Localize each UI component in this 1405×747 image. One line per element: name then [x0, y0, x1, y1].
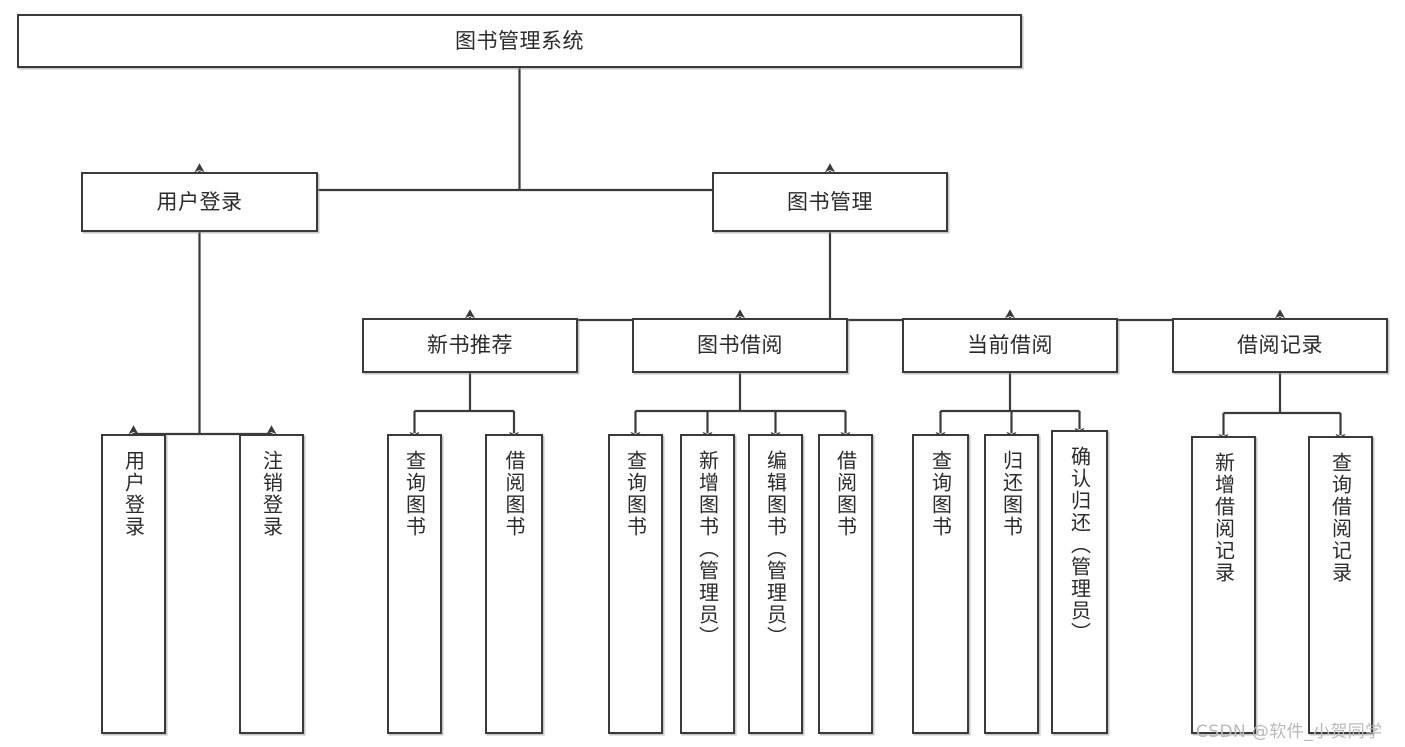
node-label: 查询借阅记录	[1328, 452, 1353, 584]
node-l-cur-ret[interactable]: 归还图书	[984, 434, 1039, 734]
node-label: 确认归还（管理员）	[1067, 446, 1092, 644]
node-newbook[interactable]: 新书推荐	[362, 318, 578, 373]
node-l-nb-query[interactable]: 查询图书	[387, 434, 442, 734]
node-l-bw-edit[interactable]: 编辑图书（管理员）	[748, 434, 803, 734]
node-l-cur-conf[interactable]: 确认归还（管理员）	[1051, 430, 1108, 734]
node-label: 查询图书	[402, 450, 427, 538]
node-label: 图书管理系统	[455, 28, 584, 53]
node-label: 用户登录	[121, 450, 146, 538]
node-l-bw-query[interactable]: 查询图书	[608, 434, 663, 734]
node-login[interactable]: 用户登录	[81, 172, 318, 232]
node-label: 查询图书	[623, 450, 648, 538]
node-label: 编辑图书（管理员）	[763, 450, 788, 648]
node-l-logout[interactable]: 注销登录	[239, 434, 304, 734]
node-bookmgmt[interactable]: 图书管理	[712, 172, 948, 232]
node-l-login[interactable]: 用户登录	[101, 434, 166, 734]
node-records[interactable]: 借阅记录	[1172, 318, 1388, 373]
node-label: 用户登录	[156, 189, 243, 214]
node-label: 借阅记录	[1237, 333, 1323, 358]
node-l-bw-add[interactable]: 新增图书（管理员）	[680, 434, 735, 734]
node-label: 查询图书	[928, 450, 953, 538]
node-label: 图书管理	[787, 189, 873, 214]
node-l-bw-borrow[interactable]: 借阅图书	[818, 434, 873, 734]
node-label: 归还图书	[999, 450, 1024, 538]
connector-lines	[128, 68, 1346, 443]
node-l-nb-borrow[interactable]: 借阅图书	[485, 434, 543, 734]
node-current[interactable]: 当前借阅	[902, 318, 1118, 373]
node-l-rec-query[interactable]: 查询借阅记录	[1308, 436, 1373, 734]
node-l-rec-add[interactable]: 新增借阅记录	[1191, 436, 1256, 734]
node-label: 借阅图书	[833, 450, 858, 538]
node-label: 新增图书（管理员）	[695, 450, 720, 648]
node-label: 图书借阅	[697, 333, 783, 358]
node-root[interactable]: 图书管理系统	[17, 14, 1022, 68]
node-label: 新书推荐	[427, 333, 513, 358]
node-label: 注销登录	[259, 450, 284, 538]
node-label: 新增借阅记录	[1211, 452, 1236, 584]
node-l-cur-query[interactable]: 查询图书	[912, 434, 969, 734]
node-label: 借阅图书	[502, 450, 526, 538]
node-borrow[interactable]: 图书借阅	[632, 318, 848, 373]
node-label: 当前借阅	[967, 333, 1053, 358]
